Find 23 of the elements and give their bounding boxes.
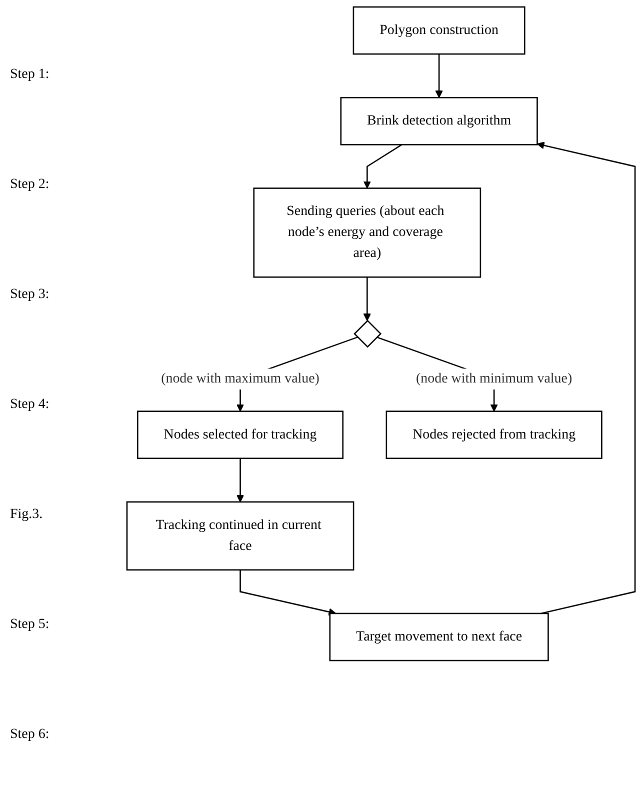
arrow: [363, 277, 371, 322]
edge-label: (node with minimum value): [416, 371, 572, 386]
arrow: [435, 54, 443, 98]
step-label: Step 6:: [10, 727, 50, 743]
node-box: Nodes selected for tracking: [137, 410, 344, 460]
arrow: [240, 570, 336, 616]
arrow: [536, 142, 636, 614]
node-box: Brink detection algorithm: [340, 96, 538, 146]
arrow: [363, 144, 402, 189]
edge-label: (node with maximum value): [161, 371, 320, 386]
node-box: Polygon construction: [352, 6, 526, 55]
step-label: Step 4:: [10, 397, 50, 413]
step-label: Step 2:: [10, 177, 50, 193]
step-label: Step 1:: [10, 67, 50, 83]
node-box: Nodes rejected from tracking: [386, 410, 602, 460]
node-diamond: [354, 320, 382, 348]
arrow: [236, 458, 244, 502]
step-label: Fig.3.: [10, 507, 44, 523]
node-box: Tracking continued in current face: [126, 501, 354, 571]
step-label: Step 5:: [10, 617, 50, 633]
node-box: Target movement to next face: [329, 612, 549, 662]
step-label: Step 3:: [10, 287, 50, 303]
node-box: Sending queries (about each node’s energy and coverage area): [253, 188, 482, 278]
